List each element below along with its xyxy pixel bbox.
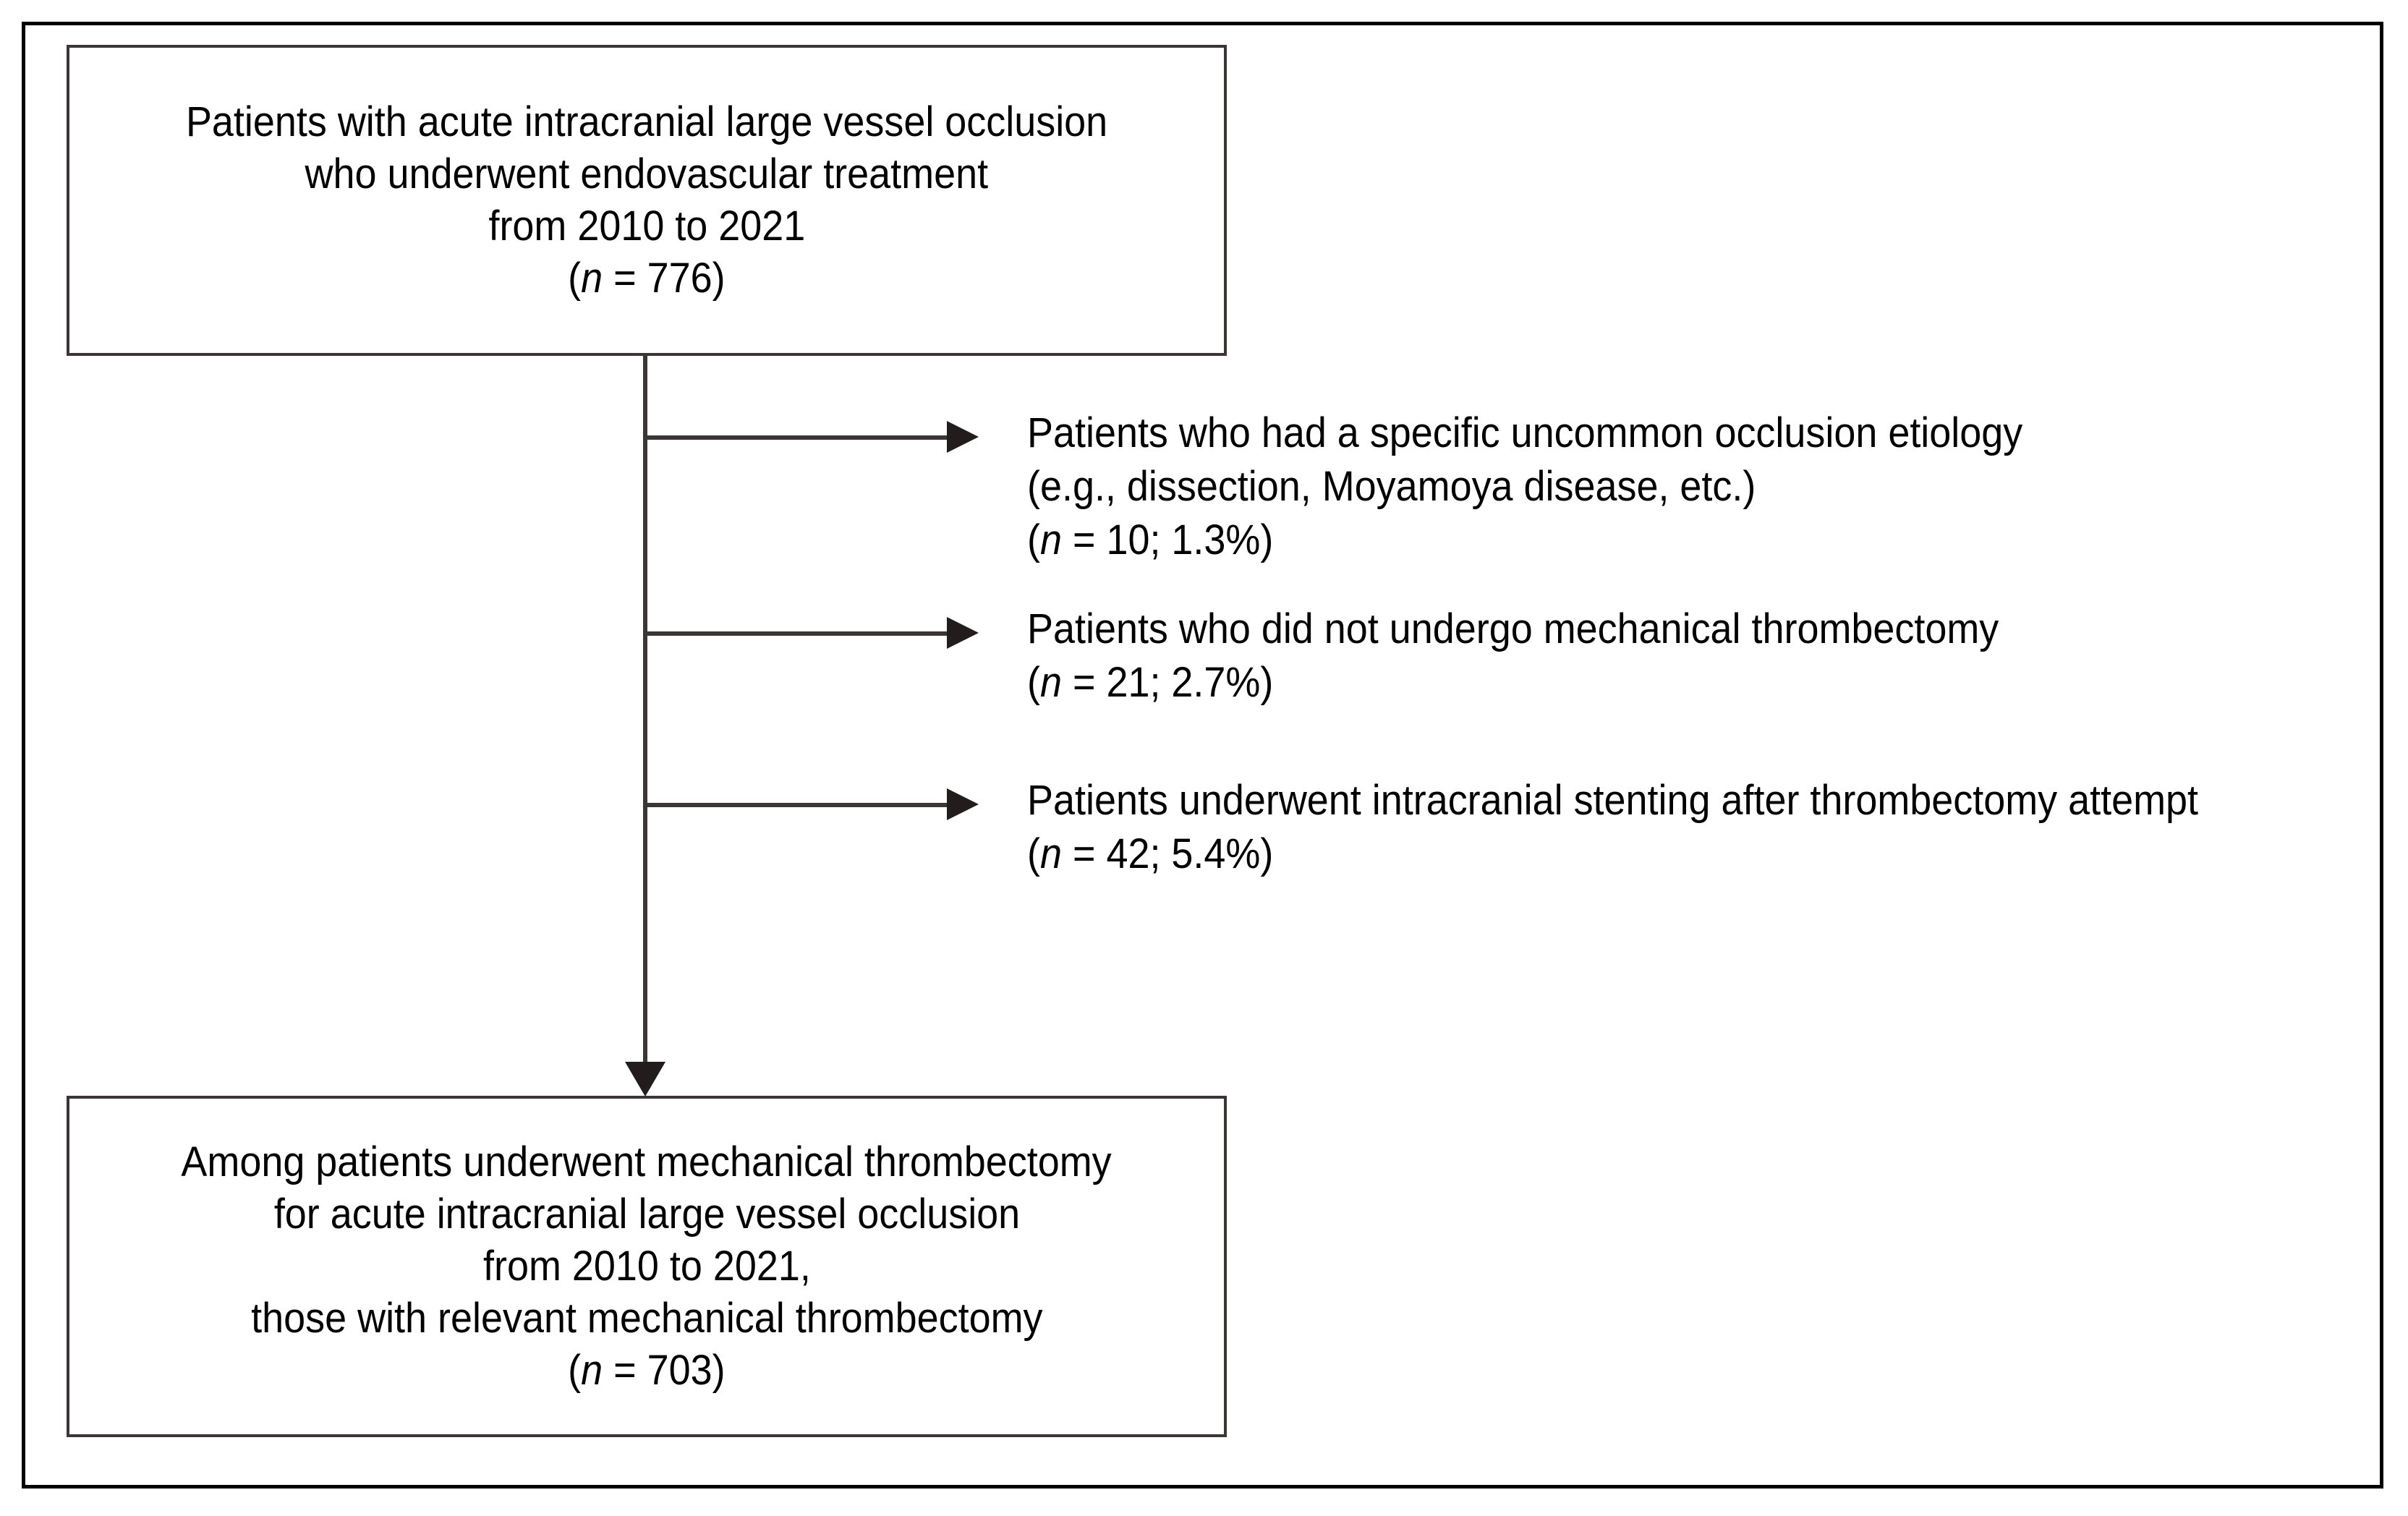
- final-cohort-paren-open: (: [568, 1347, 582, 1394]
- exclusion-3-n-symbol: n: [1039, 830, 1062, 877]
- branch-connector-3: [646, 803, 951, 807]
- exclusion-1-n-symbol: n: [1039, 516, 1062, 563]
- exclusion-3-count-value: = 42; 5.4%): [1061, 830, 1274, 877]
- exclusion-2-n-symbol: n: [1039, 659, 1062, 706]
- exclusion-2-paren-open: (: [1027, 659, 1040, 706]
- enrollment-count-value: = 776): [603, 255, 726, 302]
- exclusion-1-paren-open: (: [1027, 516, 1040, 563]
- enrollment-count-n-symbol: n: [581, 255, 603, 302]
- final-cohort-count: (n = 703): [568, 1345, 725, 1397]
- final-cohort-n-symbol: n: [581, 1347, 603, 1394]
- final-cohort-box: Among patients underwent mechanical thro…: [67, 1096, 1227, 1437]
- final-cohort-line-2: for acute intracranial large vessel occl…: [273, 1191, 1020, 1238]
- enrollment-box: Patients with acute intracranial large v…: [67, 45, 1227, 356]
- enrollment-line-2: who underwent endovascular treatment: [305, 150, 989, 197]
- exclusion-1-line-1: Patients who had a specific uncommon occ…: [1027, 409, 2023, 456]
- final-cohort-count-value: = 703): [603, 1347, 726, 1394]
- exclusion-1-count-value: = 10; 1.3%): [1061, 516, 1274, 563]
- main-arrowhead-down-icon: [625, 1062, 665, 1096]
- enrollment-line-1: Patients with acute intracranial large v…: [185, 98, 1108, 145]
- exclusion-2-count: (n = 21; 2.7%): [1027, 656, 1999, 710]
- exclusion-3-line-1: Patients underwent intracranial stenting…: [1027, 777, 2199, 824]
- enrollment-count: (n = 776): [568, 252, 725, 305]
- branch-arrowhead-right-icon-3: [947, 788, 979, 820]
- exclusion-3-count: (n = 42; 5.4%): [1027, 827, 2198, 881]
- exclusion-intracranial-stenting: Patients underwent intracranial stenting…: [1027, 774, 2286, 881]
- enrollment-count-paren-open: (: [568, 255, 582, 302]
- branch-connector-1: [646, 435, 951, 440]
- exclusion-uncommon-etiology: Patients who had a specific uncommon occ…: [1027, 406, 2098, 567]
- main-vertical-connector: [643, 354, 647, 1079]
- exclusion-3-paren-open: (: [1027, 830, 1040, 877]
- exclusion-1-count: (n = 10; 1.3%): [1027, 514, 2022, 567]
- enrollment-line-3: from 2010 to 2021: [488, 203, 805, 250]
- branch-arrowhead-right-icon-1: [947, 421, 979, 453]
- branch-connector-2: [646, 631, 951, 636]
- exclusion-no-thrombectomy: Patients who did not undergo mechanical …: [1027, 602, 2072, 710]
- exclusion-1-line-2: (e.g., dissection, Moyamoya disease, etc…: [1027, 463, 1756, 510]
- final-cohort-line-4: those with relevant mechanical thrombect…: [250, 1295, 1043, 1342]
- exclusion-2-count-value: = 21; 2.7%): [1061, 659, 1274, 706]
- exclusion-2-line-1: Patients who did not undergo mechanical …: [1027, 605, 1999, 652]
- final-cohort-line-3: from 2010 to 2021,: [482, 1243, 811, 1290]
- branch-arrowhead-right-icon-2: [947, 617, 979, 649]
- final-cohort-line-1: Among patients underwent mechanical thro…: [181, 1138, 1112, 1185]
